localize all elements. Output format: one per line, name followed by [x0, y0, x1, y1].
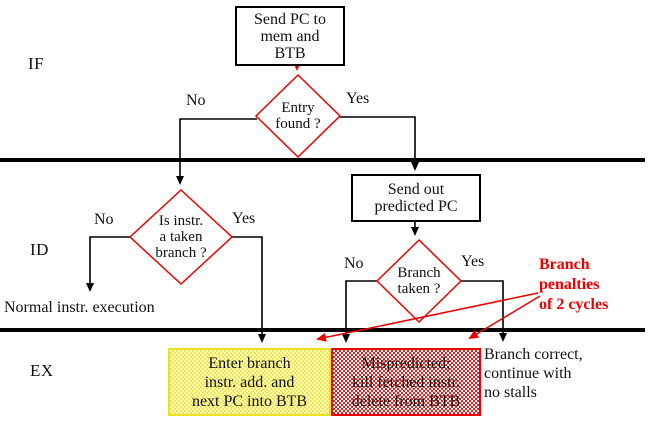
branch-penalties-line: penalties [539, 276, 600, 293]
send-out-line: Send out [387, 181, 445, 198]
send-out-line: predicted PC [374, 198, 458, 215]
is-instr-no-label: No [94, 211, 114, 228]
branch-correct-text: Branch correct, continue with no stalls [484, 345, 583, 402]
is-instr-text: Is instr. a taken branch ? [134, 213, 228, 261]
branch-taken-text: Branch taken ? [372, 265, 466, 297]
send-out-box: Send out predicted PC [351, 174, 481, 222]
branch-correct-line: continue with [484, 365, 572, 382]
mispredicted-box: Mispredicted; kill fetched instr. delete… [331, 348, 481, 416]
branch-taken-line: taken ? [397, 281, 441, 297]
entry-found-line: found ? [275, 116, 321, 132]
mispredicted-line: delete from BTB [351, 392, 461, 410]
mispredicted-line: Mispredicted; [361, 354, 451, 372]
is-instr-diamond [128, 188, 234, 286]
stage-label-id: ID [30, 240, 49, 259]
enter-branch-line: instr. add. and [204, 373, 295, 391]
enter-branch-box: Enter branch instr. add. and next PC int… [168, 348, 331, 416]
mispredicted-line: kill fetched instr. [352, 373, 460, 391]
send-pc-line: BTB [274, 44, 306, 62]
entry-found-yes-label: Yes [346, 90, 370, 107]
is-instr-line: branch ? [155, 245, 207, 261]
edge-branchtaken-no [342, 280, 377, 343]
branch-penalties-line: Branch [539, 256, 590, 273]
branch-penalties-line: of 2 cycles [539, 296, 609, 313]
branch-correct-line: Branch correct, [484, 346, 583, 363]
entry-found-diamond [254, 73, 342, 159]
is-instr-line: a taken [159, 229, 203, 245]
edge-entry-yes [340, 116, 419, 171]
edge-entry-no [176, 118, 257, 185]
entry-found-text: Entry found ? [256, 100, 340, 132]
enter-branch-line: next PC into BTB [191, 392, 308, 410]
stage-label-if: IF [28, 54, 45, 73]
enter-branch-line: Enter branch [208, 354, 291, 372]
penalty-arrow-to-red-box [468, 295, 541, 340]
send-pc-line: mem and [260, 27, 320, 45]
branch-taken-no-label: No [344, 255, 364, 272]
send-pc-box: Send PC to mem and BTB [235, 6, 345, 66]
branch-taken-diamond [375, 238, 463, 324]
branch-correct-line: no stalls [484, 384, 537, 401]
send-pc-line: Send PC to [253, 10, 326, 28]
branch-taken-line: Branch [397, 265, 441, 281]
penalty-arrow-to-yellow-box [316, 292, 539, 342]
entry-found-no-label: No [186, 92, 206, 109]
edge-isinstr-no [86, 236, 130, 292]
is-instr-yes-label: Yes [232, 210, 256, 227]
is-instr-line: Is instr. [158, 213, 204, 229]
edge-isinstr-yes [232, 236, 266, 343]
branch-taken-yes-label: Yes [461, 253, 485, 270]
stage-label-ex: EX [30, 361, 54, 380]
branch-penalties-text: Branch penalties of 2 cycles [539, 255, 608, 315]
entry-found-line: Entry [281, 100, 315, 116]
edge-branchtaken-yes [461, 280, 507, 342]
normal-execution-text: Normal instr. execution [4, 299, 155, 316]
